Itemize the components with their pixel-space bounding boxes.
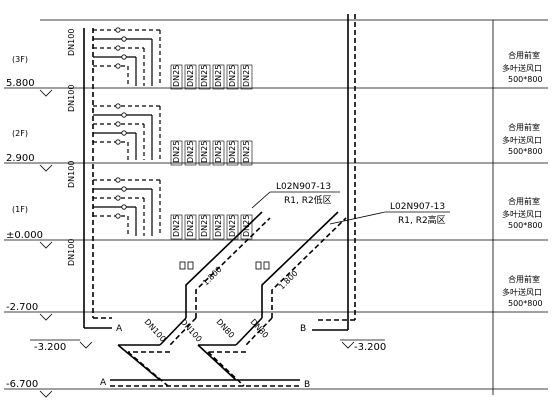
floor-elevation-1f: ±0.000 [6, 230, 43, 241]
note-size-4: 500*800 [508, 299, 543, 308]
reference-zone-high: R1, R2高区 [398, 214, 446, 226]
valve-icon [115, 63, 121, 69]
note-sub-2: 多叶送风口 [502, 135, 542, 145]
dn25-label: DN25 [172, 215, 181, 237]
dn25-label: DN25 [200, 141, 209, 163]
riser-label-b1: DN100 [67, 239, 76, 266]
dn25-label: DN25 [214, 141, 223, 163]
note-sub-3: 多叶送风口 [502, 209, 542, 219]
valve-icon [115, 195, 121, 201]
riser-label-2f: DN100 [67, 85, 76, 112]
dn25-label-box [184, 214, 197, 240]
valve-icon [121, 112, 127, 118]
dn25-label: DN25 [228, 65, 237, 87]
valve-icon [115, 121, 121, 127]
valve-icon [115, 177, 121, 183]
dn25-label-box [226, 64, 239, 90]
note-title-1: 合用前室 [508, 50, 540, 60]
dn25-label: DN25 [172, 141, 181, 163]
dn25-label-box [240, 140, 253, 166]
reference-zone-low: R1, R2低区 [284, 194, 332, 206]
valve-icons [179, 261, 270, 270]
dn80-label-a: DN80 [215, 317, 237, 340]
dn25-label-box [184, 64, 197, 90]
dn25-label-box [240, 64, 253, 90]
floor-label-3f: (3F) [12, 55, 28, 64]
bottom-elevation: -6.700 [6, 379, 38, 390]
dn25-label: DN25 [200, 65, 209, 87]
riser-label-1f: DN100 [67, 161, 76, 188]
dn25-label-box [198, 214, 211, 240]
dn25-label: DN25 [172, 65, 181, 87]
elevation-markers [4, 87, 385, 398]
dn25-label-box [212, 214, 225, 240]
basement-elevation: -2.700 [6, 302, 38, 313]
dn25-label: DN25 [228, 215, 237, 237]
dn100-label-a: DN100 [143, 317, 168, 343]
dn25-label: DN25 [228, 141, 237, 163]
dn25-label-box [198, 64, 211, 90]
note-sub-1: 多叶送风口 [502, 63, 542, 73]
reference-code-low: L02N907-13 [276, 182, 331, 192]
floor-lines [40, 19, 548, 395]
dim-label-right: 1.800 [277, 269, 300, 292]
valve-icon [121, 130, 127, 136]
valve-icon [121, 54, 127, 60]
valve-icon [121, 36, 127, 42]
reference-leaders [251, 191, 450, 225]
valve-icon [121, 204, 127, 210]
valve-icon [115, 213, 121, 219]
dn100-label-b: DN100 [179, 317, 204, 343]
riser-label-top: DN100 [67, 29, 76, 56]
branch-pipes [93, 27, 161, 236]
dn25-label: DN25 [186, 141, 195, 163]
note-title-3: 合用前室 [508, 196, 540, 206]
point-b-top: B [300, 324, 306, 334]
dn25-label-box [170, 214, 183, 240]
dn25-label: DN25 [214, 215, 223, 237]
note-title-2: 合用前室 [508, 122, 540, 132]
floor-right-elevation: -3.200 [354, 342, 386, 353]
dn25-label: DN25 [200, 215, 209, 237]
dn25-label-box [198, 140, 211, 166]
dn25-label: DN25 [214, 65, 223, 87]
floor-elevation-2f: 2.900 [6, 153, 35, 164]
floor-left-elevation: -3.200 [34, 342, 66, 353]
valve-icon [121, 186, 127, 192]
dn25-label-box [170, 140, 183, 166]
note-sub-4: 多叶送风口 [502, 287, 542, 297]
dn25-label-box [240, 214, 253, 240]
dn25-label-box [226, 214, 239, 240]
note-title-4: 合用前室 [508, 274, 540, 284]
dn25-label: DN25 [242, 141, 251, 163]
point-a-bottom: A [100, 378, 107, 388]
right-notes: 合用前室 多叶送风口 500*800 合用前室 多叶送风口 500*800 合用… [502, 50, 543, 308]
floor-elevation-3f: 5.800 [6, 78, 35, 89]
valve-icon [115, 139, 121, 145]
dn25-label: DN25 [242, 65, 251, 87]
dn25-label-box [184, 140, 197, 166]
valve-icon [115, 27, 121, 33]
dn25-label-box [226, 140, 239, 166]
dn25-label-box [212, 140, 225, 166]
point-a-top: A [116, 324, 123, 334]
note-size-2: 500*800 [508, 147, 543, 156]
valve-icon [115, 103, 121, 109]
note-size-1: 500*800 [508, 75, 543, 84]
dn25-label: DN25 [186, 215, 195, 237]
floor-label-1f: (1F) [12, 205, 28, 214]
basement-pipes [110, 211, 347, 387]
note-size-3: 500*800 [508, 221, 543, 230]
valve-icon [115, 45, 121, 51]
reference-code-high: L02N907-13 [390, 202, 445, 212]
floor-label-2f: (2F) [12, 129, 28, 138]
point-b-bottom: B [304, 380, 310, 390]
dn25-label-box [170, 64, 183, 90]
main-risers [83, 14, 356, 331]
dn25-label-box [212, 64, 225, 90]
dn25-label: DN25 [186, 65, 195, 87]
